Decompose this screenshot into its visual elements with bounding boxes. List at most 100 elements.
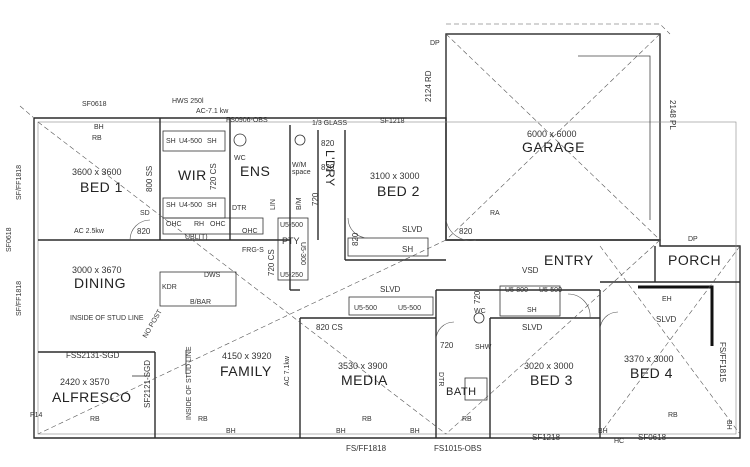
slvd-entry: SLVD (522, 323, 543, 332)
ac-bed1: AC 2.5kw (74, 228, 104, 235)
bed1-dimension: 3600 x 3600 (72, 167, 122, 177)
shower-label: SHW (475, 344, 492, 351)
bh-top: BH (94, 124, 104, 131)
brm-label: B/M (296, 197, 303, 210)
door-800ss: 800 SS (145, 165, 154, 192)
entry-label: ENTRY (544, 252, 594, 268)
ens-label: ENS (240, 163, 271, 179)
media-shelf-1: U5-500 (354, 305, 377, 312)
kdr-label: KDR (162, 284, 177, 291)
dws-label: DWS (204, 272, 221, 279)
lin-label: LIN (270, 199, 277, 210)
door-820-ldry: 820 (321, 139, 335, 148)
bed3-dimension: 3020 x 3000 (524, 361, 574, 371)
bh-bed3: BH (598, 428, 608, 435)
ohc-1: OHC (166, 221, 182, 228)
window-fsff1815: FS/FF1815 (718, 342, 727, 383)
bed1-label: BED 1 (80, 179, 123, 195)
window-sf1218-top: SF1218 (380, 118, 405, 125)
vsd-label: VSD (522, 266, 539, 275)
dining-label: DINING (74, 275, 126, 291)
dtr-ens: DTR (232, 205, 247, 212)
rb-media: RB (362, 416, 372, 423)
fridge-space: FRG-S (242, 247, 264, 254)
alfresco-label: ALFRESCO (52, 389, 132, 405)
door-820-bed2: 820 (321, 163, 335, 172)
entry-shelf-500: U5-500 (539, 287, 562, 294)
family-label: FAMILY (220, 363, 272, 379)
porch-wall (638, 285, 714, 346)
ac-family: AC 7.1kw (284, 356, 291, 386)
porch-label: PORCH (668, 252, 722, 268)
wir-shelf-sh-2: SH (207, 138, 217, 145)
wir-mid-u4500: U4-500 (179, 202, 202, 209)
bath-label: BATH (446, 386, 477, 398)
window-fs1015: FS1015-OBS (434, 444, 482, 453)
p14-label: P14 (30, 412, 43, 419)
slvd-media: SLVD (380, 285, 401, 294)
family-dimension: 4150 x 3920 (222, 351, 272, 361)
bed4-label: BED 4 (630, 365, 673, 381)
alfresco-dimension: 2420 x 3570 (60, 377, 110, 387)
porch-eh: EH (662, 296, 672, 303)
garage-side-2148: 2148 PL (668, 100, 677, 130)
window-sf0618-bottom: SF0618 (638, 433, 667, 442)
bed2-dimension: 3100 x 3000 (370, 171, 420, 181)
window-sfff1818-left-2: SF/FF1818 (16, 280, 23, 316)
door-sf2121: SF2121-SGD (143, 359, 152, 408)
door-820-garage: 820 (459, 227, 473, 236)
wir-shelf-u4500: U4-500 (179, 138, 202, 145)
ra-label: RA (490, 210, 500, 217)
dining-dimension: 3000 x 3670 (72, 265, 122, 275)
pty-u5300: U5-300 (299, 242, 306, 265)
door-820cs-media: 820 CS (316, 323, 343, 332)
rb-bed1: RB (92, 135, 102, 142)
outer-wall-inner-line (37, 121, 737, 435)
pty-u5250: U5-250 (280, 272, 303, 279)
door-720cs-pty: 720 CS (267, 249, 276, 276)
dp-top: DP (430, 40, 440, 47)
hws-label: HWS 250l (172, 98, 204, 105)
wir-shelf-sh-1: SH (166, 138, 176, 145)
bed3-label: BED 3 (530, 372, 573, 388)
rb-bed4: RB (668, 412, 678, 419)
bed4-dimension: 3370 x 3000 (624, 354, 674, 364)
rb-alfresco: RB (90, 416, 100, 423)
rh-label: RH (194, 221, 205, 228)
entry-sh: SH (527, 307, 537, 314)
entry-shelf-800: U5-800 (505, 287, 528, 294)
ac-top-label: AC-7.1 kw (196, 108, 229, 115)
garage-side-2124: 2124 RD (424, 70, 433, 102)
slvd-bed2: SLVD (402, 225, 423, 234)
door-fss2131: FSS2131-SGD (66, 351, 120, 360)
door-820-hall: 820 (351, 232, 360, 246)
ohc-3: OHC (242, 228, 258, 235)
media-shelf-2: U5-500 (398, 305, 421, 312)
slvd-bed4: SLVD (656, 315, 677, 324)
bath-wc: WC (474, 308, 486, 315)
stud-line-dining: INSIDE OF STUD LINE (70, 315, 144, 322)
window-sfff1818-left-1: SF/FF1818 (16, 164, 23, 200)
wir-mid-sh-2: SH (207, 202, 217, 209)
pty-label: PTY (282, 236, 300, 246)
smoke-detector: SD (140, 210, 150, 217)
main-outer-wall (33, 117, 741, 439)
stud-line-family: INSIDE OF STUD LINE (186, 346, 193, 420)
hc-label: HC (614, 438, 625, 445)
rb-family: RB (198, 416, 208, 423)
ubl-label: UBL(T) (185, 234, 208, 241)
glass-label: 1/3 GLASS (312, 120, 348, 127)
window-sf0618-top: SF0618 (82, 101, 107, 108)
media-label: MEDIA (341, 372, 388, 388)
pty-shelf: U5-500 (280, 222, 303, 229)
ohc-2: OHC (210, 221, 226, 228)
media-dimension: 3530 x 3900 (338, 361, 388, 371)
bbar-label: B/BAR (190, 299, 212, 306)
wir-label: WIR (178, 167, 207, 183)
bh-bath: BH (410, 428, 420, 435)
door-820-bed1: 820 (137, 227, 151, 236)
garage-label: GARAGE (522, 139, 585, 155)
dp-right: DP (688, 236, 698, 243)
window-fs0906: FS0906-OBS (226, 117, 268, 124)
bh-family: BH (226, 428, 236, 435)
